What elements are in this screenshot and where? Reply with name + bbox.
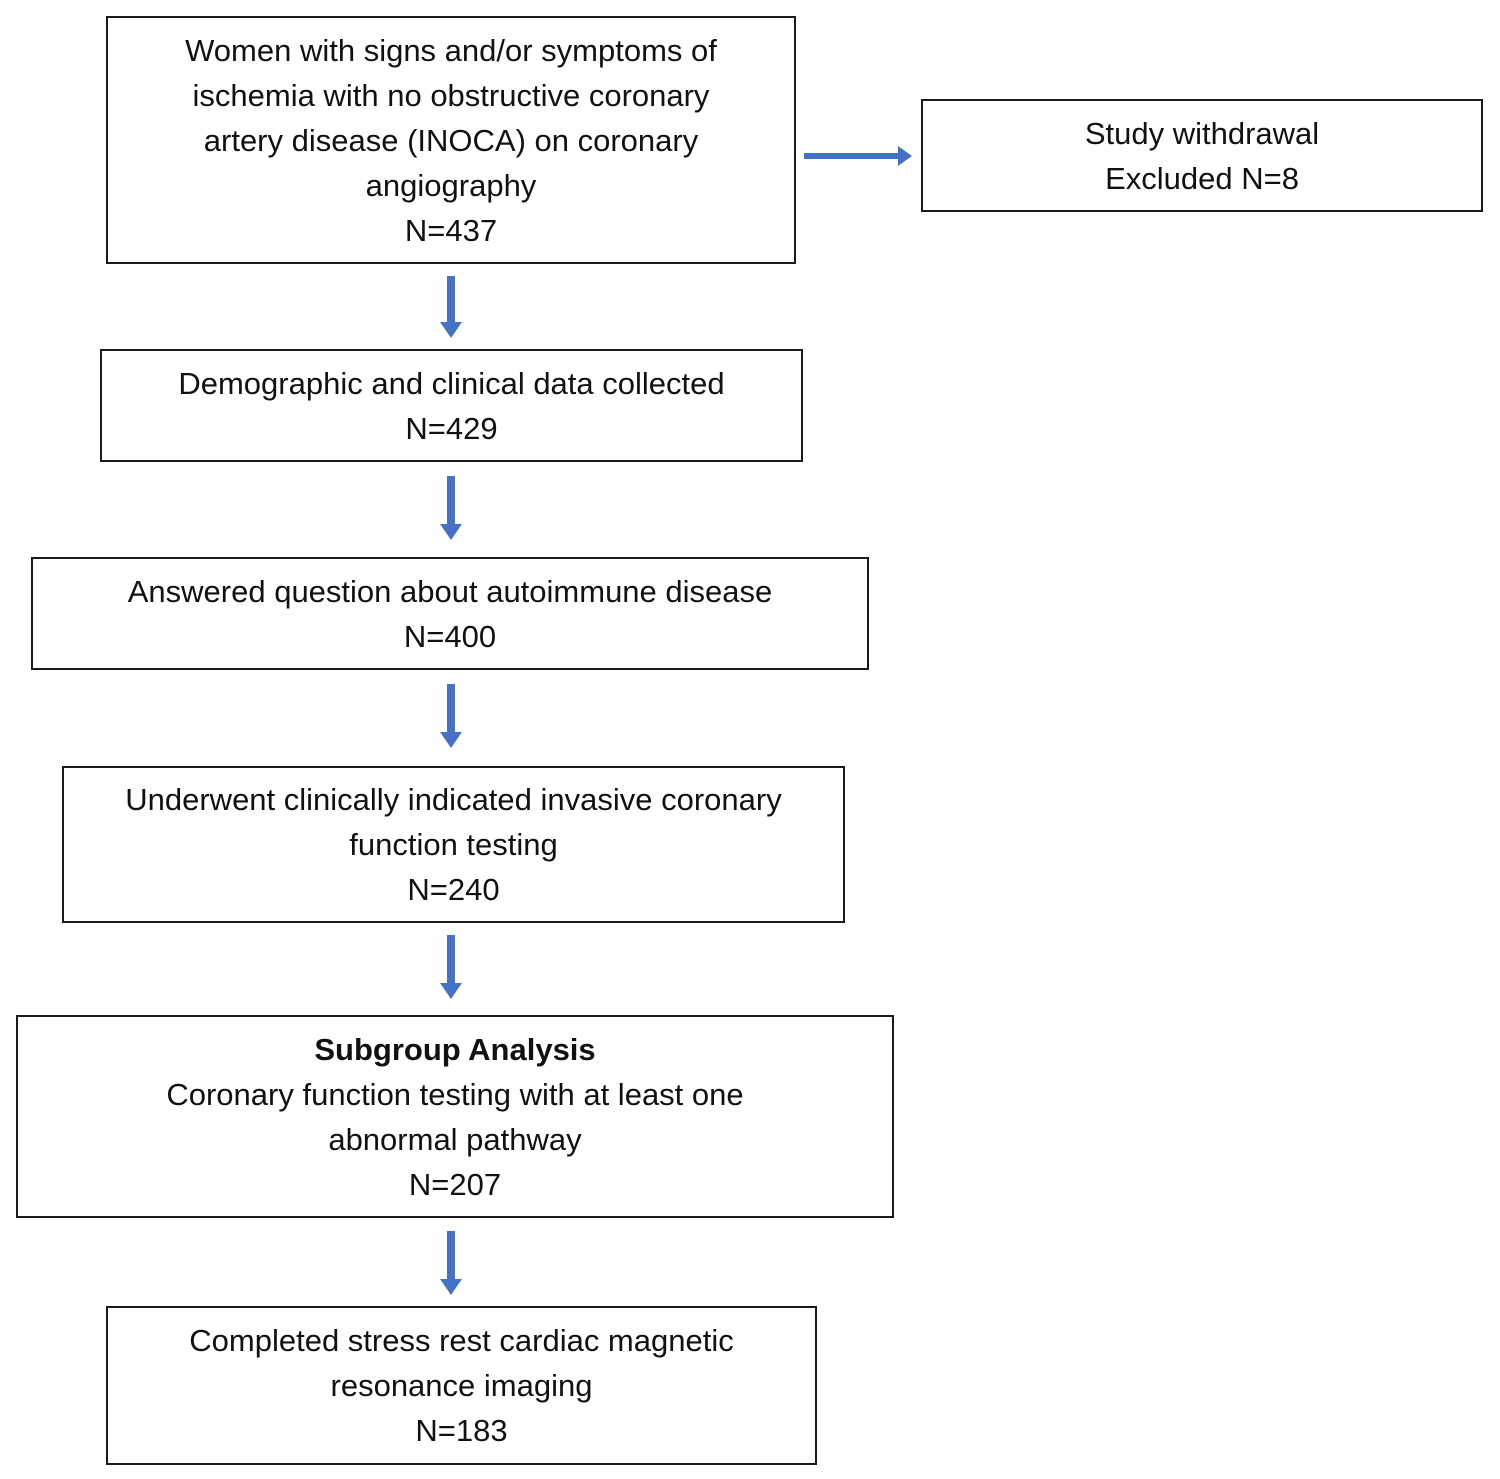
box-cmr-count: N=183 (415, 1413, 508, 1448)
box-cft-count: N=240 (407, 872, 500, 907)
box-enrolled-count: N=437 (404, 212, 498, 248)
arrow-down-5 (440, 1231, 462, 1295)
arrow-down-3 (440, 684, 462, 748)
box-enrolled-line-3: artery disease (INOCA) on coronary (203, 122, 699, 158)
box-stress-rest-cmr: Completed stress rest cardiac magnetic r… (106, 1306, 817, 1465)
box-excluded: Study withdrawal Excluded N=8 (921, 99, 1483, 212)
box-demographic-count: N=429 (405, 410, 498, 446)
arrow-down-4 (440, 935, 462, 999)
arrow-right-to-excluded (804, 146, 912, 166)
box-subgroup-line-2: abnormal pathway (328, 1121, 582, 1157)
box-subgroup-count: N=207 (408, 1166, 502, 1202)
box-cmr-line-1: Completed stress rest cardiac magnetic (189, 1323, 734, 1358)
box-autoimmune-count: N=400 (403, 618, 497, 654)
box-enrolled-line-1: Women with signs and/or symptoms of (185, 32, 717, 68)
box-autoimmune-line-1: Answered question about autoimmune disea… (127, 573, 773, 609)
box-enrolled-line-4: angiography (365, 167, 537, 203)
box-subgroup-line-1: Coronary function testing with at least … (166, 1076, 744, 1112)
arrow-down-1 (440, 276, 462, 338)
box-coronary-function-testing: Underwent clinically indicated invasive … (62, 766, 845, 923)
box-demographic-line-1: Demographic and clinical data collected (178, 365, 725, 401)
box-subgroup-analysis: Subgroup Analysis Coronary function test… (16, 1015, 894, 1218)
box-autoimmune-question: Answered question about autoimmune disea… (31, 557, 869, 670)
box-subgroup-heading: Subgroup Analysis (314, 1031, 596, 1067)
box-cft-line-2: function testing (349, 827, 558, 862)
box-excluded-count: Excluded N=8 (1105, 160, 1299, 196)
box-enrolled-line-2: ischemia with no obstructive coronary (192, 77, 710, 113)
box-excluded-line-1: Study withdrawal (1084, 115, 1320, 151)
box-enrolled-inoca: Women with signs and/or symptoms of isch… (106, 16, 796, 264)
box-cmr-line-2: resonance imaging (330, 1368, 593, 1403)
arrow-down-2 (440, 476, 462, 540)
box-cft-line-1: Underwent clinically indicated invasive … (125, 782, 782, 817)
box-demographic-data: Demographic and clinical data collected … (100, 349, 803, 462)
